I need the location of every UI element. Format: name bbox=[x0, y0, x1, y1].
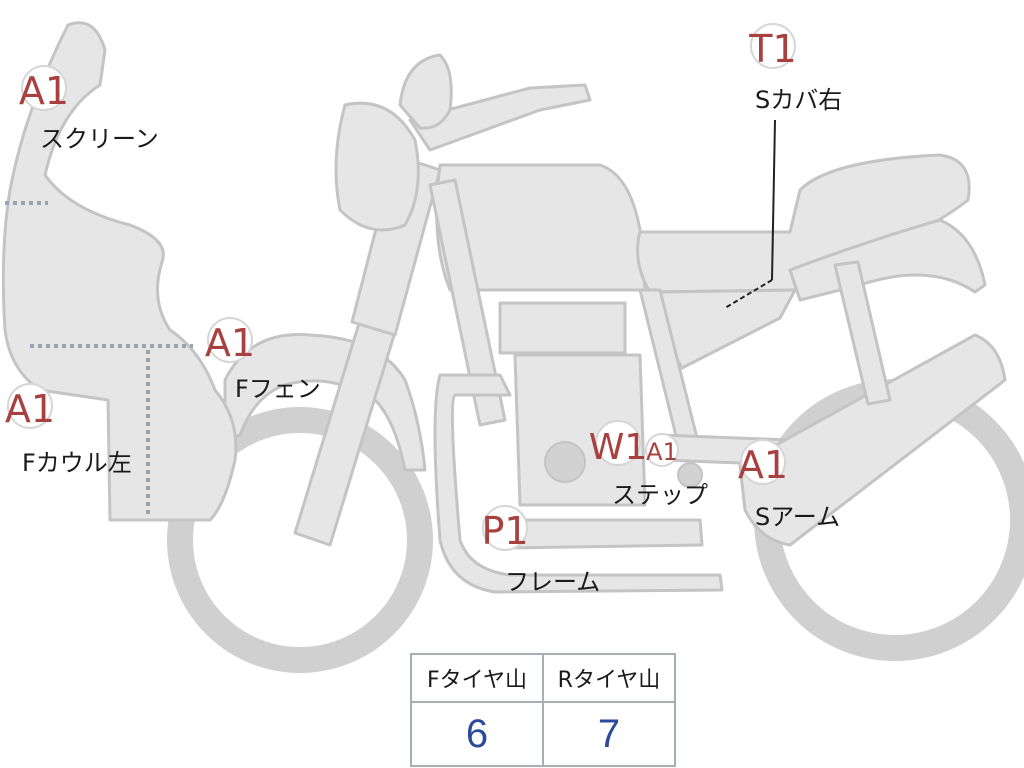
damage-code: A1 bbox=[5, 387, 55, 431]
lower-rail bbox=[498, 518, 704, 550]
callout-fcowl: A1 Fカウル左 bbox=[5, 383, 132, 477]
handlebar bbox=[408, 83, 592, 152]
code-badge bbox=[740, 439, 786, 485]
side-cover-leader-dash bbox=[724, 279, 773, 309]
engine-cover bbox=[544, 441, 586, 483]
code-badge bbox=[482, 505, 528, 551]
damage-code-secondary: A1 bbox=[646, 438, 678, 466]
side-cover bbox=[658, 288, 797, 370]
front-tire-header: Fタイヤ山 bbox=[410, 653, 544, 703]
front-cowl bbox=[1, 21, 238, 522]
part-label: Fカウル左 bbox=[22, 449, 132, 477]
callout-swingarm: A1 Sアーム bbox=[738, 439, 840, 531]
frame-downtube bbox=[428, 178, 507, 427]
rear-tire-header: Rタイヤ山 bbox=[542, 653, 676, 703]
callout-screen: A1 スクリーン bbox=[19, 65, 159, 153]
damage-code: A1 bbox=[738, 443, 788, 487]
tread-header-row: Fタイヤ山 Rタイヤ山 bbox=[410, 653, 676, 703]
callout-frame: P1 フレーム bbox=[481, 505, 600, 596]
part-label: ステップ bbox=[612, 481, 708, 509]
damage-code: A1 bbox=[19, 69, 69, 113]
shock bbox=[833, 260, 892, 406]
side-cover-leader bbox=[771, 119, 776, 281]
callout-sidecover: T1 Sカバ右 bbox=[748, 23, 842, 114]
damage-code: W1 bbox=[589, 427, 648, 468]
tire-tread-table: Fタイヤ山 Rタイヤ山 6 7 bbox=[410, 653, 676, 767]
callout-step: W1 A1 ステップ bbox=[589, 420, 708, 509]
code-badge bbox=[207, 317, 253, 363]
swing-arm bbox=[738, 333, 1007, 547]
code-badge bbox=[750, 23, 796, 69]
mirror-stem bbox=[398, 53, 453, 130]
damage-code: T1 bbox=[748, 27, 796, 71]
tread-value-row: 6 7 bbox=[410, 701, 676, 767]
rear-tire-value: 7 bbox=[542, 701, 676, 767]
fork-upper bbox=[350, 153, 442, 337]
code-badge bbox=[7, 383, 53, 429]
part-label: Fフェン bbox=[235, 375, 321, 403]
seat bbox=[636, 153, 971, 294]
part-label: Sカバ右 bbox=[755, 86, 842, 114]
headlight bbox=[334, 101, 420, 232]
callout-ffender: A1 Fフェン bbox=[205, 317, 321, 403]
front-wheel bbox=[167, 407, 433, 673]
code-badge bbox=[21, 65, 67, 111]
damage-code: P1 bbox=[481, 509, 528, 553]
exhaust-loop bbox=[433, 373, 724, 594]
code-badge bbox=[595, 420, 641, 466]
engine-top bbox=[498, 301, 627, 355]
engine-cover-small bbox=[677, 462, 703, 488]
part-label: Sアーム bbox=[755, 503, 840, 531]
code-badge-secondary bbox=[645, 433, 679, 467]
damage-code: A1 bbox=[205, 321, 255, 365]
part-label: スクリーン bbox=[40, 125, 159, 153]
part-label: フレーム bbox=[505, 568, 600, 596]
front-tire-value: 6 bbox=[410, 701, 544, 767]
